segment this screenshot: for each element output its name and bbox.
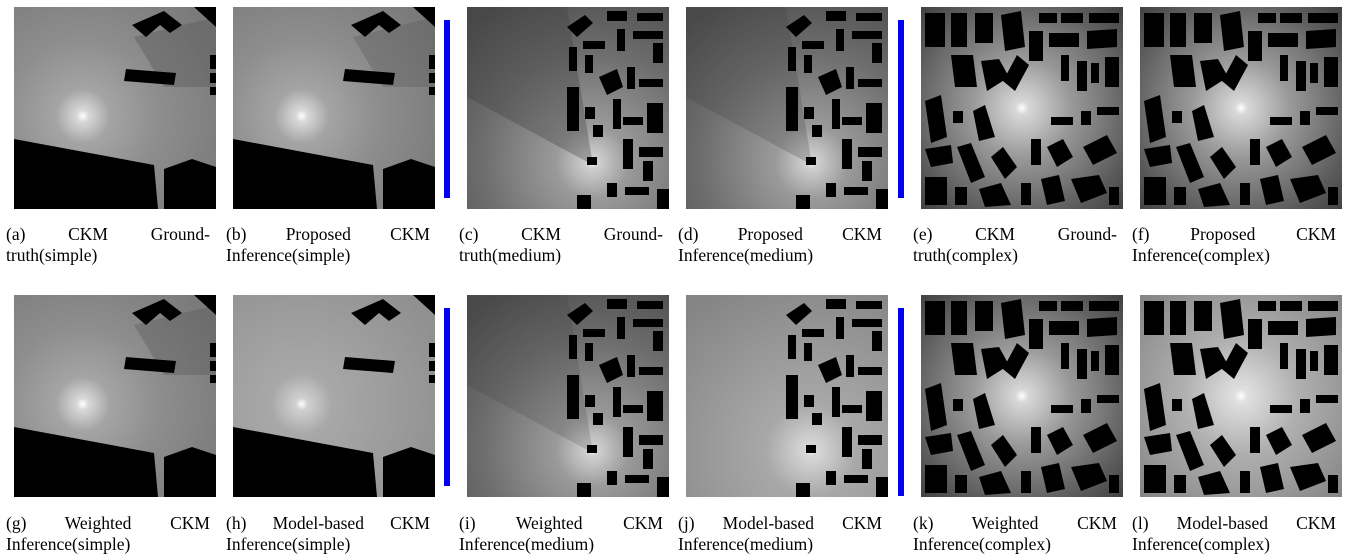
caption-k: (k) Weighted CKM Inference(complex) (913, 513, 1117, 554)
panel-b-proposed-ckm-inference-simple (233, 7, 435, 209)
caption-e: (e) CKM Ground-truth(complex) (913, 224, 1117, 265)
caption-d: (d) Proposed CKM Inference(medium) (678, 224, 882, 265)
caption-a: (a) CKM Ground-truth(simple) (6, 224, 210, 265)
divider-simple-medium-row2 (444, 308, 450, 486)
panel-i-weighted-ckm-inference-medium (467, 295, 669, 497)
panel-k-weighted-ckm-inference-complex (921, 295, 1123, 497)
divider-medium-complex-row1 (898, 20, 904, 198)
caption-c: (c) CKM Ground-truth(medium) (459, 224, 663, 265)
panel-j-model-based-ckm-inference-medium (686, 295, 888, 497)
panel-h-model-based-ckm-inference-simple (233, 295, 435, 497)
caption-b: (b) Proposed CKM Inference(simple) (226, 224, 430, 265)
caption-f: (f) Proposed CKM Inference(complex) (1132, 224, 1336, 265)
panel-f-proposed-ckm-inference-complex (1140, 7, 1342, 209)
panel-a-ckm-ground-truth-simple (14, 7, 216, 209)
panel-d-proposed-ckm-inference-medium (686, 7, 888, 209)
caption-g: (g) Weighted CKM Inference(simple) (6, 513, 210, 554)
caption-l: (l) Model-based CKM Inference(complex) (1132, 513, 1336, 554)
panel-l-model-based-ckm-inference-complex (1140, 295, 1342, 497)
caption-h: (h) Model-based CKM Inference(simple) (226, 513, 430, 554)
panel-c-ckm-ground-truth-medium (467, 7, 669, 209)
panel-e-ckm-ground-truth-complex (921, 7, 1123, 209)
divider-simple-medium-row1 (444, 20, 450, 198)
caption-i: (i) Weighted CKM Inference(medium) (459, 513, 663, 554)
caption-j: (j) Model-based CKM Inference(medium) (678, 513, 882, 554)
divider-medium-complex-row2 (898, 308, 904, 496)
panel-g-weighted-ckm-inference-simple (14, 295, 216, 497)
